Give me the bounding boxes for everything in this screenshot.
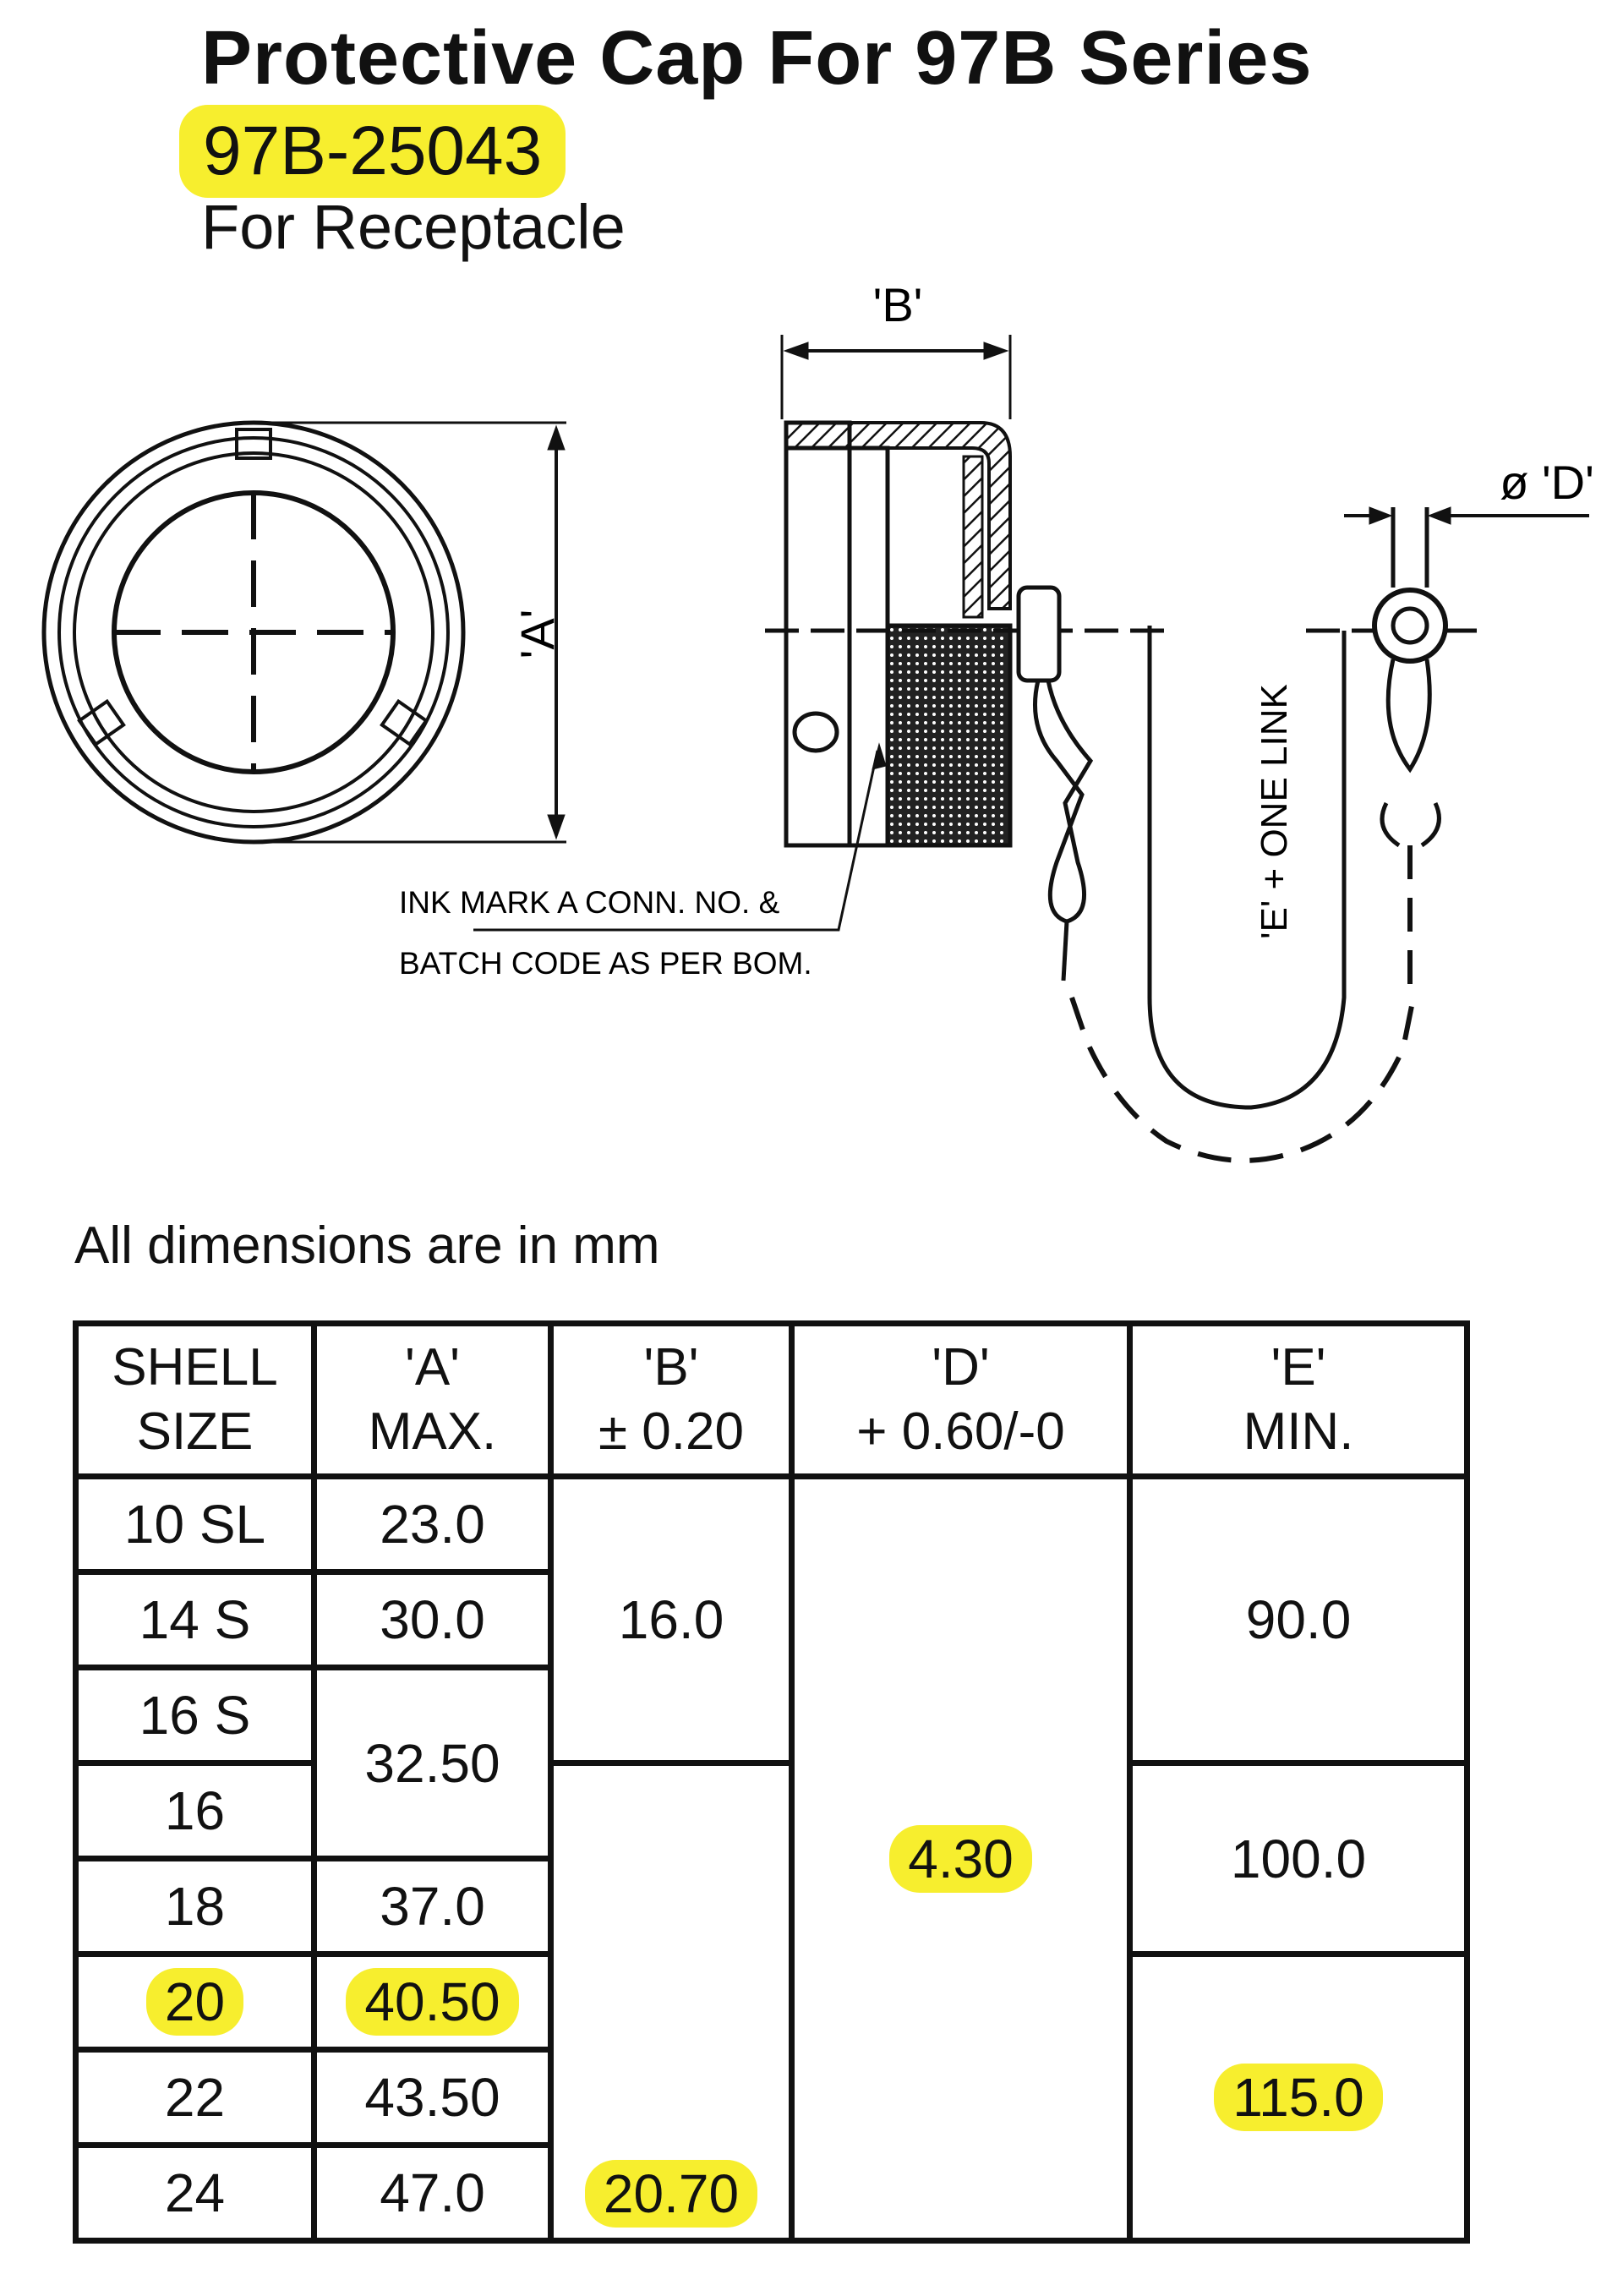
header-e: 'E'MIN.	[1127, 1320, 1470, 1479]
dimension-e-label: 'E' + ONE LINK	[1254, 684, 1295, 939]
shell-size-cell: 16	[73, 1760, 317, 1861]
d-value-highlight: 4.30	[889, 1824, 1032, 1893]
shell-size-cell: 14 S	[73, 1569, 317, 1670]
lanyard	[1016, 506, 1589, 1163]
e-value-cell: 115.0	[1127, 1951, 1470, 2244]
shell-size-cell: 22	[73, 2047, 317, 2148]
shell-size-cell: 24	[73, 2142, 317, 2244]
b-value-cell: 20.70	[548, 1760, 795, 2244]
e-value-highlight: 115.0	[1214, 2064, 1383, 2131]
dimension-a-label: 'A'	[511, 610, 564, 659]
table-row: 22 43.50	[73, 2047, 1467, 2148]
shell-size-cell: 10 SL	[73, 1473, 317, 1575]
a-value-highlight: 40.50	[346, 1968, 519, 2036]
table-row: 14 S 30.0	[73, 1569, 1467, 1670]
table-row: 16 S 32.50	[73, 1665, 1467, 1861]
units-note: All dimensions are in mm	[74, 1216, 660, 1275]
b-value-highlight: 20.70	[584, 2160, 758, 2228]
shell-size-cell: 16 S	[73, 1665, 317, 1766]
dimension-d-label: ø 'D'	[1500, 456, 1594, 509]
header-a: 'A'MAX.	[311, 1320, 554, 1479]
a-value-cell: 47.0	[311, 2142, 554, 2244]
table-row: 20 40.50 115.0	[73, 1951, 1470, 2244]
shell-size-highlight: 20	[145, 1968, 244, 2036]
table-row: 10 SL 23.0 16.0 4.30 90.0	[73, 1473, 1470, 2244]
technical-drawing: 'A' 'B'	[41, 278, 1594, 1163]
e-value-cell: 90.0	[1127, 1473, 1470, 1766]
shell-size-cell: 18	[73, 1856, 317, 1957]
side-view	[473, 335, 1484, 932]
header-d: 'D'+ 0.60/-0	[789, 1320, 1133, 1479]
part-number: 97B-25043	[179, 105, 566, 198]
header-b: 'B'± 0.20	[548, 1320, 795, 1479]
table-row: 18 37.0	[73, 1856, 1467, 1957]
table-row: 16 20.70 100.0	[73, 1760, 1470, 2244]
dimension-b-label: 'B'	[873, 278, 923, 331]
a-value-cell: 30.0	[311, 1569, 554, 1670]
subtitle: For Receptacle	[201, 192, 626, 262]
a-value-cell: 32.50	[311, 1665, 554, 1861]
front-view	[41, 420, 566, 845]
a-value-cell: 37.0	[311, 1856, 554, 1957]
b-value-cell: 16.0	[548, 1473, 795, 1766]
page-title: Protective Cap For 97B Series	[201, 16, 1313, 101]
table-row: 24 47.0	[73, 2142, 1467, 2244]
a-value-cell: 43.50	[311, 2047, 554, 2148]
ink-mark-note-line2: BATCH CODE AS PER BOM.	[399, 946, 812, 981]
ink-mark-note-line1: INK MARK A CONN. NO. &	[399, 885, 780, 920]
e-value-cell: 100.0	[1127, 1760, 1470, 1957]
shell-size-cell: 20	[73, 1951, 317, 2053]
a-value-cell: 40.50	[311, 1951, 554, 2053]
d-value-cell: 4.30	[789, 1473, 1133, 2244]
a-value-cell: 23.0	[311, 1473, 554, 1575]
